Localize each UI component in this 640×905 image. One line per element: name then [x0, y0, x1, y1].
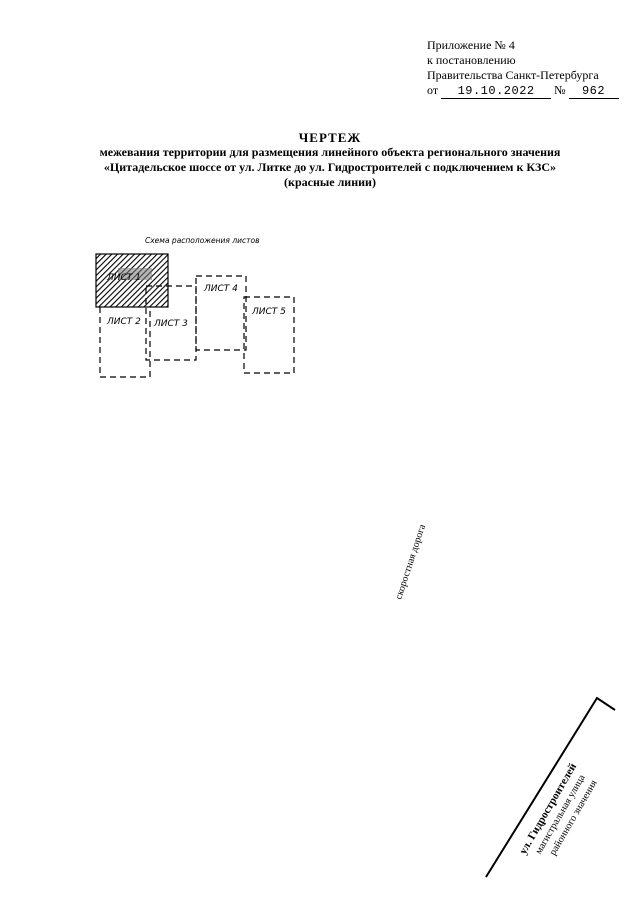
sheet-2-frame: ЛИСТ 2	[99, 307, 151, 378]
date-value: 19.10.2022	[441, 85, 552, 99]
sheet-3-frame: ЛИСТ 3	[145, 285, 197, 361]
sheet-2-label: ЛИСТ 2	[106, 317, 141, 327]
sheet-1-label: ЛИСТ 1	[106, 273, 141, 283]
street-name: ул. Гидростроителей	[517, 761, 579, 857]
appendix-line-1: Приложение № 4	[427, 38, 515, 52]
title-line-3: «Цитадельское шоссе от ул. Литке до ул. …	[103, 160, 557, 174]
sheet-5-label: ЛИСТ 5	[251, 307, 286, 317]
appendix-block: Приложение № 4 к постановлению Правитель…	[427, 38, 627, 99]
street-class: районного значения	[548, 778, 600, 857]
appendix-date-line: от 19.10.2022 № 962	[427, 83, 627, 99]
number-value: 962	[568, 85, 619, 99]
street-label-group: ул. Гидростроителей магистральная улица …	[517, 761, 600, 858]
document-title: ЧЕРТЕЖ межевания территории для размещен…	[40, 130, 620, 190]
sheet-3-label: ЛИСТ 3	[153, 319, 188, 329]
sheet-4-frame: ЛИСТ 4	[195, 275, 247, 351]
sheet-layout-scheme: Схема расположения листов ЛИСТ 1 ЛИСТ 2 …	[95, 236, 295, 378]
title-line-4: (красные линии)	[284, 175, 376, 189]
title-line-2: межевания территории для размещения лине…	[99, 145, 561, 159]
number-prefix: №	[554, 83, 566, 97]
sheet-1-frame: ЛИСТ 1	[95, 253, 169, 308]
appendix-line-3: Правительства Санкт-Петербурга	[427, 68, 599, 82]
appendix-line-2: к постановлению	[427, 53, 516, 67]
red-line-boundary	[485, 696, 616, 878]
road-label: скоростная дорога	[393, 522, 428, 600]
date-prefix: от	[427, 83, 439, 97]
sheet-4-label: ЛИСТ 4	[203, 284, 238, 294]
title-heading: ЧЕРТЕЖ	[298, 130, 362, 145]
scheme-caption: Схема расположения листов	[145, 236, 260, 245]
sheet-5-frame: ЛИСТ 5	[243, 296, 295, 374]
street-type: магистральная улица	[533, 772, 588, 856]
